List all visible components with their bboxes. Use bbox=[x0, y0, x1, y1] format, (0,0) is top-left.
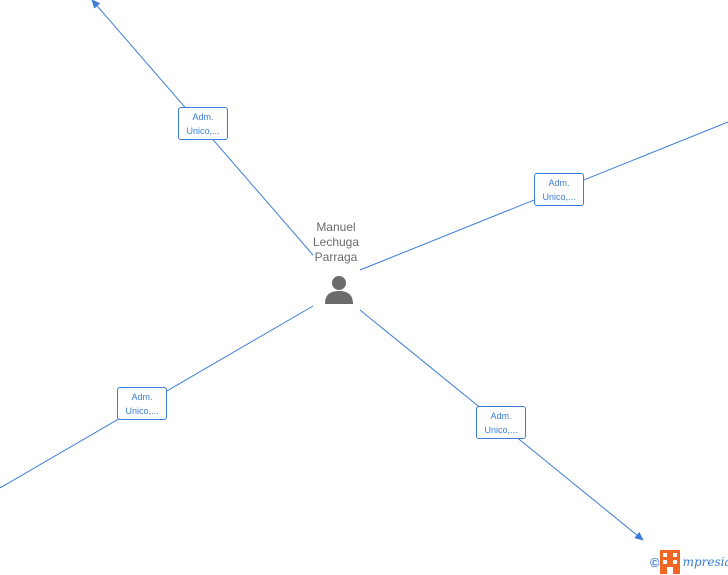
role-line: Unico,... bbox=[484, 425, 518, 435]
role-box-top-left[interactable]: Adm. Unico,... bbox=[178, 107, 228, 140]
role-line: Adm. bbox=[192, 112, 214, 122]
role-line: Unico,... bbox=[542, 192, 576, 202]
role-box-bottom-right[interactable]: Adm. Unico,... bbox=[476, 406, 526, 439]
brand-name: mpresia bbox=[682, 555, 728, 569]
role-line: Unico,... bbox=[186, 126, 220, 136]
role-box-bottom-left[interactable]: Adm. Unico,... bbox=[117, 387, 167, 420]
role-line: Unico,... bbox=[125, 406, 159, 416]
role-line: Adm. bbox=[548, 178, 570, 188]
role-box-top-right[interactable]: Adm. Unico,... bbox=[534, 173, 584, 206]
copyright-symbol: © bbox=[650, 554, 660, 570]
person-icon[interactable] bbox=[323, 274, 355, 306]
role-line: Adm. bbox=[490, 411, 512, 421]
person-name[interactable]: Manuel Lechuga Parraga bbox=[296, 220, 376, 265]
person-name-line: Parraga bbox=[314, 250, 358, 264]
building-icon bbox=[659, 550, 680, 574]
person-name-line: Manuel bbox=[316, 220, 356, 234]
person-name-line: Lechuga bbox=[312, 235, 360, 249]
brand-logo[interactable]: © mpresia bbox=[650, 550, 728, 574]
role-line: Adm. bbox=[131, 392, 153, 402]
